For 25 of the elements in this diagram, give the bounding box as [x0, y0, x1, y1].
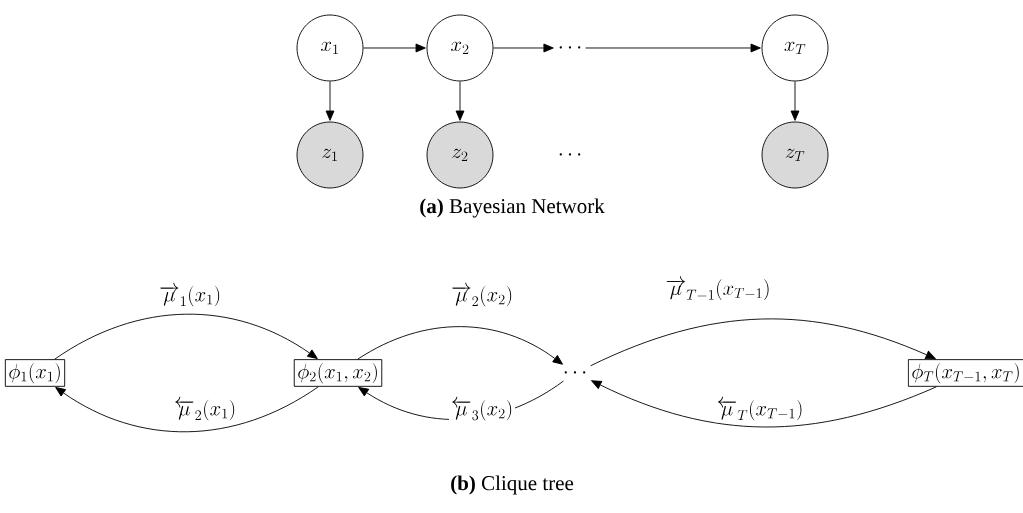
- edge-label: $\overleftarrow{\mu}_T(x_{T-1})$: [714, 396, 806, 423]
- arrow: [55, 386, 319, 433]
- arrow: [363, 43, 426, 53]
- edge-label: $\overleftarrow{\mu}_2(x_1)$: [171, 396, 239, 423]
- caption: (b) Clique tree: [451, 475, 574, 495]
- ellipsis: $\cdots$: [564, 371, 586, 374]
- arrow: [790, 81, 800, 121]
- arrow: [455, 81, 465, 121]
- factor-box: $\phi_2(x_1,x_2)$: [293, 359, 383, 387]
- arrow: [54, 313, 318, 360]
- arrow: [591, 380, 937, 428]
- factor-box: $\phi_T(x_{T-1},x_T)$: [907, 359, 1023, 387]
- ellipsis: $\cdots$: [559, 153, 581, 156]
- arrow: [585, 43, 761, 53]
- factor-box: $\phi_1(x_1)$: [4, 359, 66, 387]
- edge-label: $\overrightarrow{\mu}_{T-1}(x_{T-1})$: [663, 276, 773, 303]
- edge-label: $\overrightarrow{\mu}_1(x_1)$: [157, 282, 224, 309]
- arrow: [590, 318, 936, 367]
- arrow: [325, 81, 335, 121]
- arrow: [357, 326, 563, 365]
- ellipsis: $\cdots$: [559, 46, 581, 49]
- caption: (a) Bayesian Network: [420, 198, 605, 218]
- edge-label: $\overrightarrow{\mu}_2(x_2)$: [448, 282, 516, 309]
- arrow: [493, 43, 554, 53]
- edge-label: $\overleftarrow{\mu}_3(x_2)$: [448, 396, 516, 423]
